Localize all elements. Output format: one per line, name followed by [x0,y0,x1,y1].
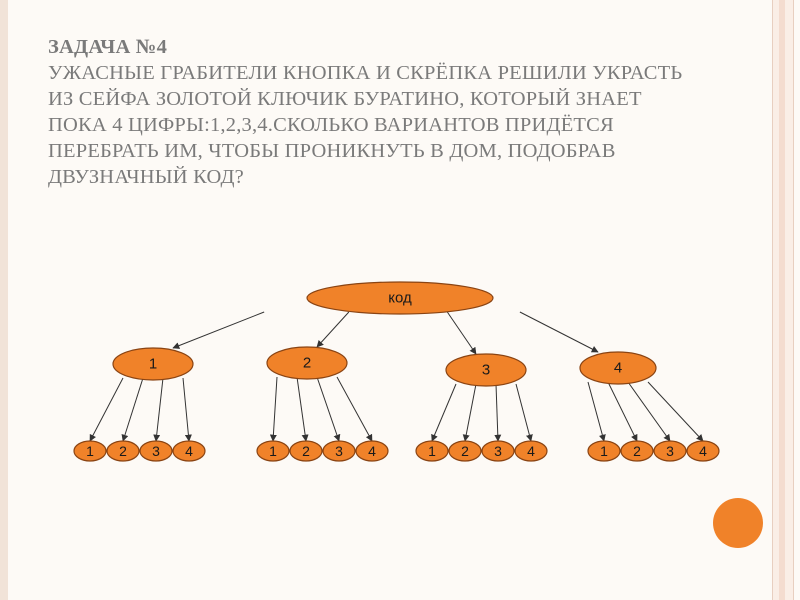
edge-branch-4-to-leaf-1 [587,381,606,442]
leaf-node-3-3-shape [481,440,515,462]
edge-branch-3-to-leaf-4 [515,383,533,442]
branch-node-1-label: 1 [149,356,157,373]
branch-node-2-label: 2 [303,355,311,372]
root-node: код [306,281,494,315]
leaf-node-1-3-shape [139,440,173,462]
edge-branch-2-to-leaf-2 [296,376,309,442]
leaf-node-1-2: 2 [106,440,140,462]
leaf-node-2-1-label: 1 [269,443,277,459]
edge-branch-1-to-leaf-2 [121,377,144,442]
edge-root-to-branch-3 [446,311,477,355]
edge-root-to-branch-1 [172,311,265,349]
leaf-node-2-2: 2 [289,440,323,462]
edge-branch-2-to-leaf-3 [316,376,341,442]
leaf-node-4-2-shape [620,440,654,462]
leaf-node-4-3-shape [653,440,687,462]
leaf-node-2-4-label: 4 [368,443,376,459]
leaf-node-3-2: 2 [448,440,482,462]
edge-branch-4-to-leaf-4 [647,381,704,442]
edge-root-to-branch-2 [316,311,350,348]
leaf-node-1-1-shape [73,440,107,462]
leaf-node-4-3: 3 [653,440,687,462]
edge-branch-1-to-leaf-4 [182,377,192,442]
branch-node-4-label: 4 [614,360,622,377]
problem-line-4: ПЕРЕБРАТЬ ИМ, ЧТОБЫ ПРОНИКНУТЬ В ДОМ, ПО… [48,140,616,162]
leaf-node-1-3-label: 3 [152,443,160,459]
leaf-node-3-2-shape [448,440,482,462]
root-node-label: код [388,290,412,307]
leaf-node-2-3-label: 3 [335,443,343,459]
branch-node-4-shape [579,351,657,385]
slide-left-border [0,0,8,600]
leaf-node-2-4: 4 [355,440,389,462]
leaf-node-4-3-label: 3 [666,443,674,459]
leaf-node-1-1: 1 [73,440,107,462]
leaf-node-1-4: 4 [172,440,206,462]
leaf-node-2-3: 3 [322,440,356,462]
leaf-node-2-1-shape [256,440,290,462]
leaf-node-3-3: 3 [481,440,515,462]
leaf-node-2-4-shape [355,440,389,462]
branch-node-1-shape [112,347,194,381]
leaf-node-1-4-shape [172,440,206,462]
edge-branch-4-to-leaf-3 [627,381,671,442]
branch-node-2: 2 [266,346,348,380]
leaf-node-3-2-label: 2 [461,443,469,459]
leaf-node-4-4-label: 4 [699,443,707,459]
branch-node-1: 1 [112,347,194,381]
leaf-node-1-1-label: 1 [86,443,94,459]
problem-heading: ЗАДАЧА №4 [48,36,168,58]
edge-branch-2-to-leaf-1 [269,376,278,442]
leaf-node-2-2-shape [289,440,323,462]
problem-line-1: УЖАСНЫЕ ГРАБИТЕЛИ КНОПКА И СКРЁПКА РЕШИЛ… [48,62,683,84]
leaf-node-4-1-label: 1 [600,443,608,459]
leaf-node-3-4-label: 4 [527,443,535,459]
tree-edges [89,311,704,442]
edge-branch-1-to-leaf-1 [89,377,124,442]
slide-right-decoration [772,0,794,600]
leaf-node-1-3: 3 [139,440,173,462]
leaf-node-3-4-shape [514,440,548,462]
root-node-shape [306,281,494,315]
leaf-node-4-2-label: 2 [633,443,641,459]
leaf-node-4-4-shape [686,440,720,462]
leaf-node-4-4: 4 [686,440,720,462]
branch-node-4: 4 [579,351,657,385]
leaf-node-4-1: 1 [587,440,621,462]
leaf-node-3-4: 4 [514,440,548,462]
problem-line-3: ПОКА 4 ЦИФРЫ:1,2,3,4.СКОЛЬКО ВАРИАНТОВ П… [48,114,614,136]
branch-node-2-shape [266,346,348,380]
leaf-node-1-4-label: 4 [185,443,193,459]
edge-branch-3-to-leaf-3 [494,383,502,442]
problem-text: ЗАДАЧА №4 УЖАСНЫЕ ГРАБИТЕЛИ КНОПКА И СКР… [48,34,758,190]
branch-node-3-shape [445,353,527,387]
problem-line-5: ДВУЗНАЧНЫЙ КОД? [48,166,244,188]
leaf-node-2-3-shape [322,440,356,462]
edge-root-to-branch-4 [519,311,599,353]
leaf-node-2-2-label: 2 [302,443,310,459]
edge-branch-3-to-leaf-1 [431,383,457,442]
leaf-node-3-1-label: 1 [428,443,436,459]
edge-branch-3-to-leaf-2 [462,383,477,442]
edge-branch-4-to-leaf-2 [607,381,638,442]
leaf-node-3-1: 1 [415,440,449,462]
leaf-node-1-2-label: 2 [119,443,127,459]
edge-branch-1-to-leaf-3 [153,377,164,442]
leaf-node-3-1-shape [415,440,449,462]
decorative-orange-circle [713,498,763,548]
leaf-node-4-2: 2 [620,440,654,462]
leaf-node-4-1-shape [587,440,621,462]
problem-line-2: ИЗ СЕЙФА ЗОЛОТОЙ КЛЮЧИК БУРАТИНО, КОТОРЫ… [48,88,642,110]
leaf-node-3-3-label: 3 [494,443,502,459]
leaf-node-2-1: 1 [256,440,290,462]
edge-branch-2-to-leaf-4 [336,376,373,442]
branch-node-3-label: 3 [482,362,490,379]
leaf-node-1-2-shape [106,440,140,462]
tree-nodes: код 1 1 2 3 4 2 1 2 3 4 3 1 2 3 4 4 1 2 3 4 [73,281,720,462]
branch-node-3: 3 [445,353,527,387]
